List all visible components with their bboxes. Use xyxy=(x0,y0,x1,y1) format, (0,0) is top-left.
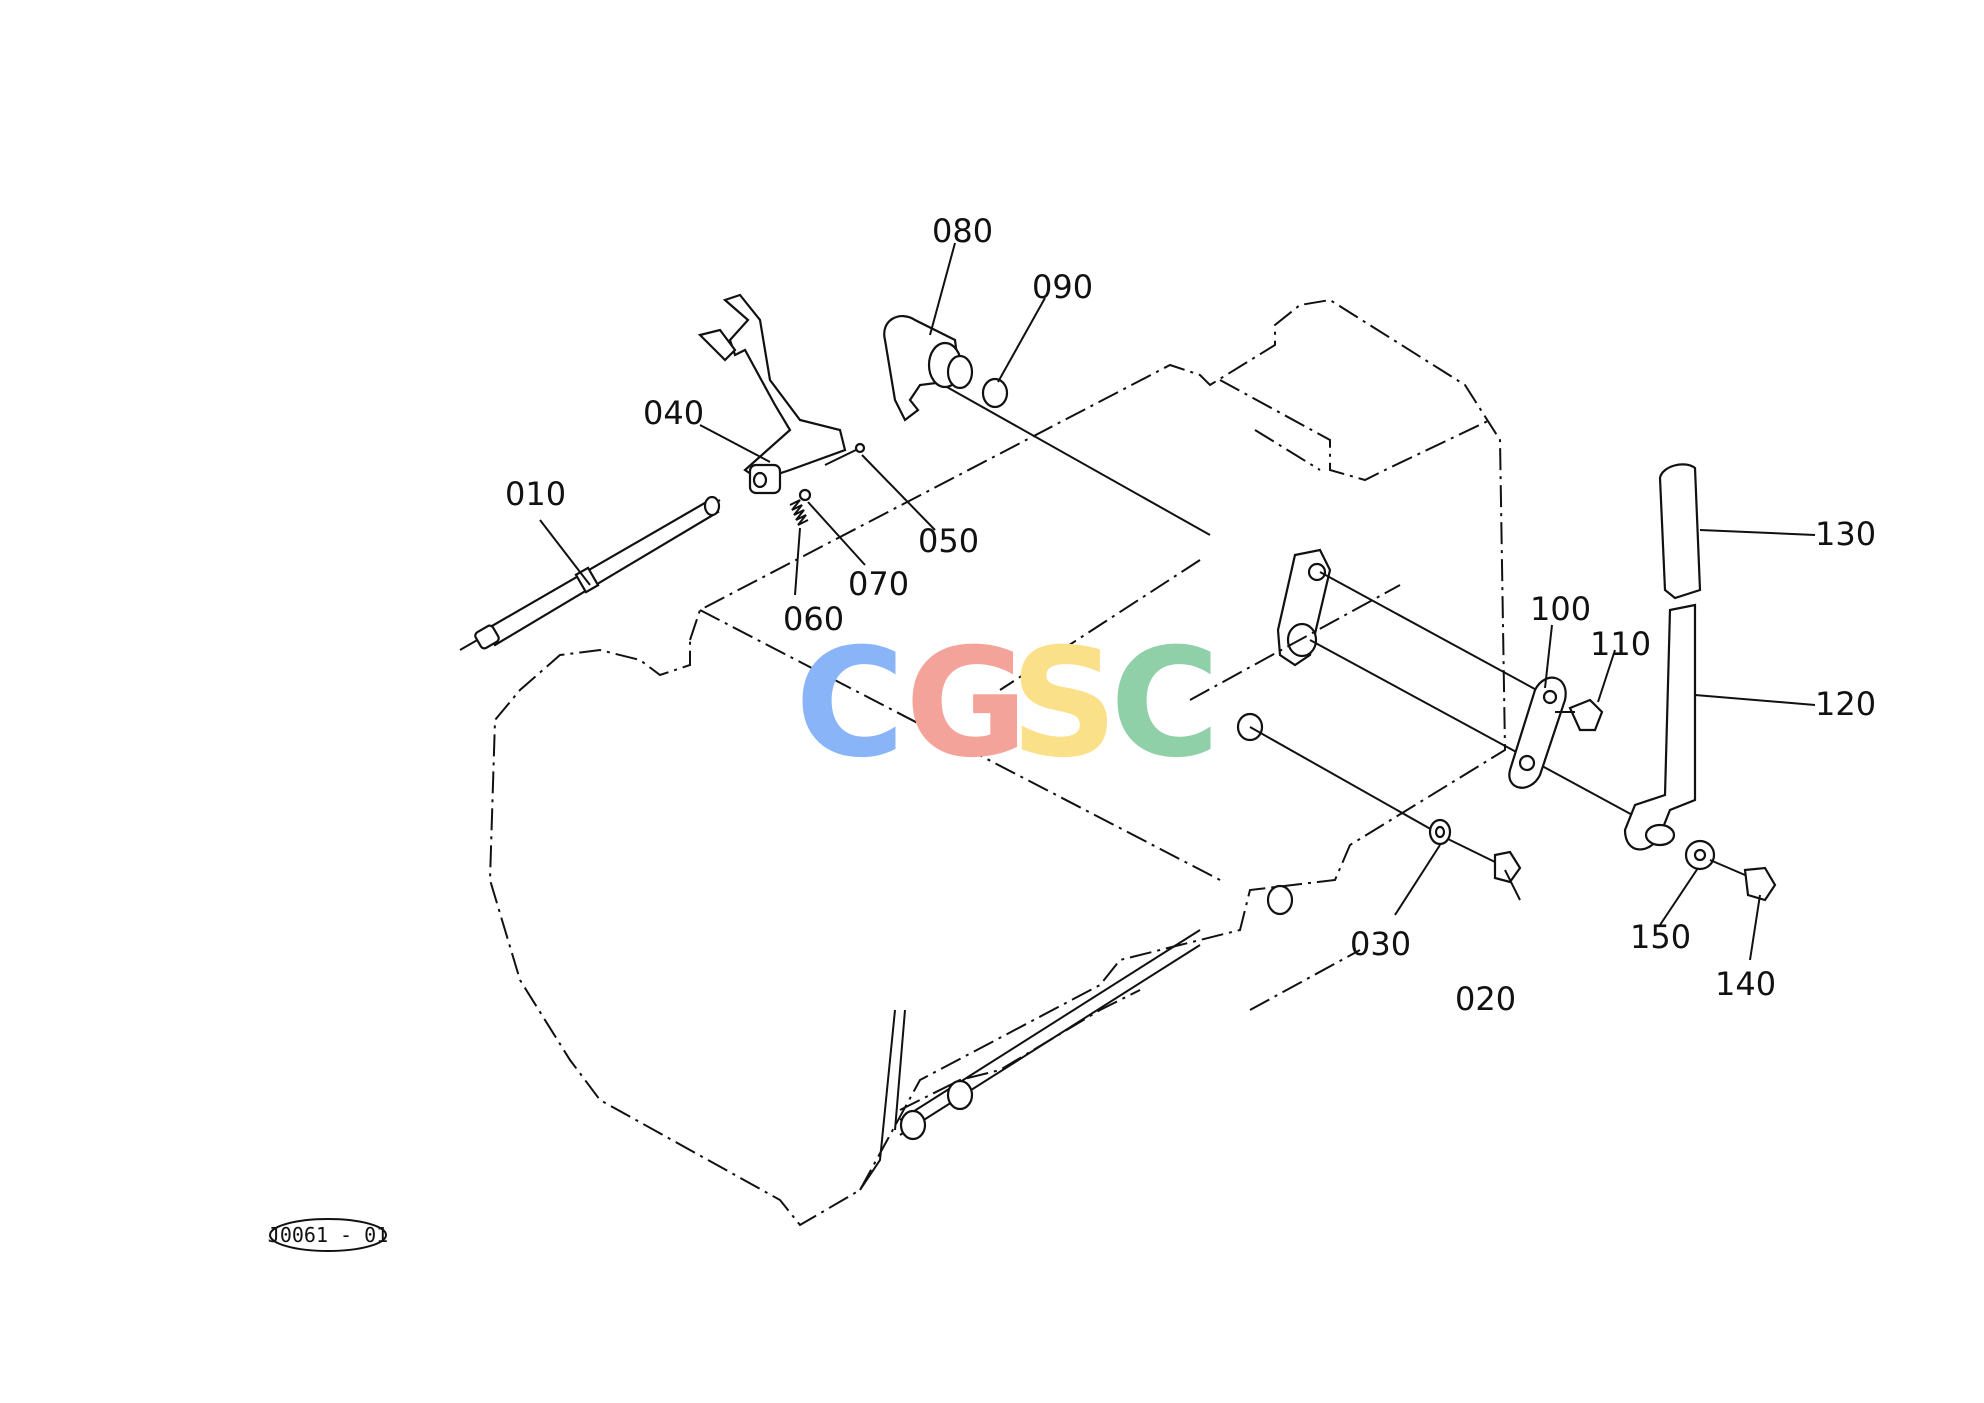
label-020: 020 xyxy=(1455,980,1516,1018)
case-bracket xyxy=(1189,548,1661,841)
part-030-washer xyxy=(1428,818,1452,846)
watermark-logo: C G S C xyxy=(795,617,1220,791)
label-030: 030 xyxy=(1350,925,1411,963)
part-150-washer xyxy=(1684,839,1716,871)
part-080-lever-shaft xyxy=(883,314,1211,536)
part-120-lever xyxy=(1623,603,1697,851)
part-090-o-ring xyxy=(981,377,1009,409)
reference-code-text: J0061 - 01 xyxy=(268,1223,388,1247)
label-050: 050 xyxy=(918,522,979,560)
part-140-bolt xyxy=(1709,859,1777,902)
label-100: 100 xyxy=(1530,590,1591,628)
reference-code: J0061 - 01 xyxy=(268,1218,388,1252)
part-labels: 010 020 030 040 050 060 070 080 090 100 … xyxy=(505,212,1876,1018)
label-150: 150 xyxy=(1630,918,1691,956)
part-050-pin xyxy=(824,442,866,466)
part-040-shift-fork xyxy=(697,293,847,495)
leader-lines xyxy=(539,242,1816,961)
label-010: 010 xyxy=(505,475,566,513)
transmission-case-outline xyxy=(488,298,1507,1227)
watermark-letter-g: G xyxy=(905,617,1028,791)
watermark-letter-c2: C xyxy=(1110,617,1220,791)
part-070-ball xyxy=(798,488,812,502)
watermark-letter-s: S xyxy=(1010,617,1118,791)
part-110-bolt xyxy=(1555,698,1604,732)
part-060-spring xyxy=(789,499,809,526)
label-060: 060 xyxy=(783,600,844,638)
part-130-grip xyxy=(1658,463,1702,600)
part-010-shift-rod xyxy=(459,495,721,651)
label-140: 140 xyxy=(1715,965,1776,1003)
part-020-bolt xyxy=(1449,839,1522,884)
label-040: 040 xyxy=(643,394,704,432)
label-090: 090 xyxy=(1032,268,1093,306)
label-110: 110 xyxy=(1590,625,1651,663)
label-070: 070 xyxy=(848,565,909,603)
label-120: 120 xyxy=(1815,685,1876,723)
label-130: 130 xyxy=(1815,515,1876,553)
watermark-letter-c1: C xyxy=(795,617,905,791)
label-080: 080 xyxy=(932,212,993,250)
part-100-arm xyxy=(1508,676,1567,789)
